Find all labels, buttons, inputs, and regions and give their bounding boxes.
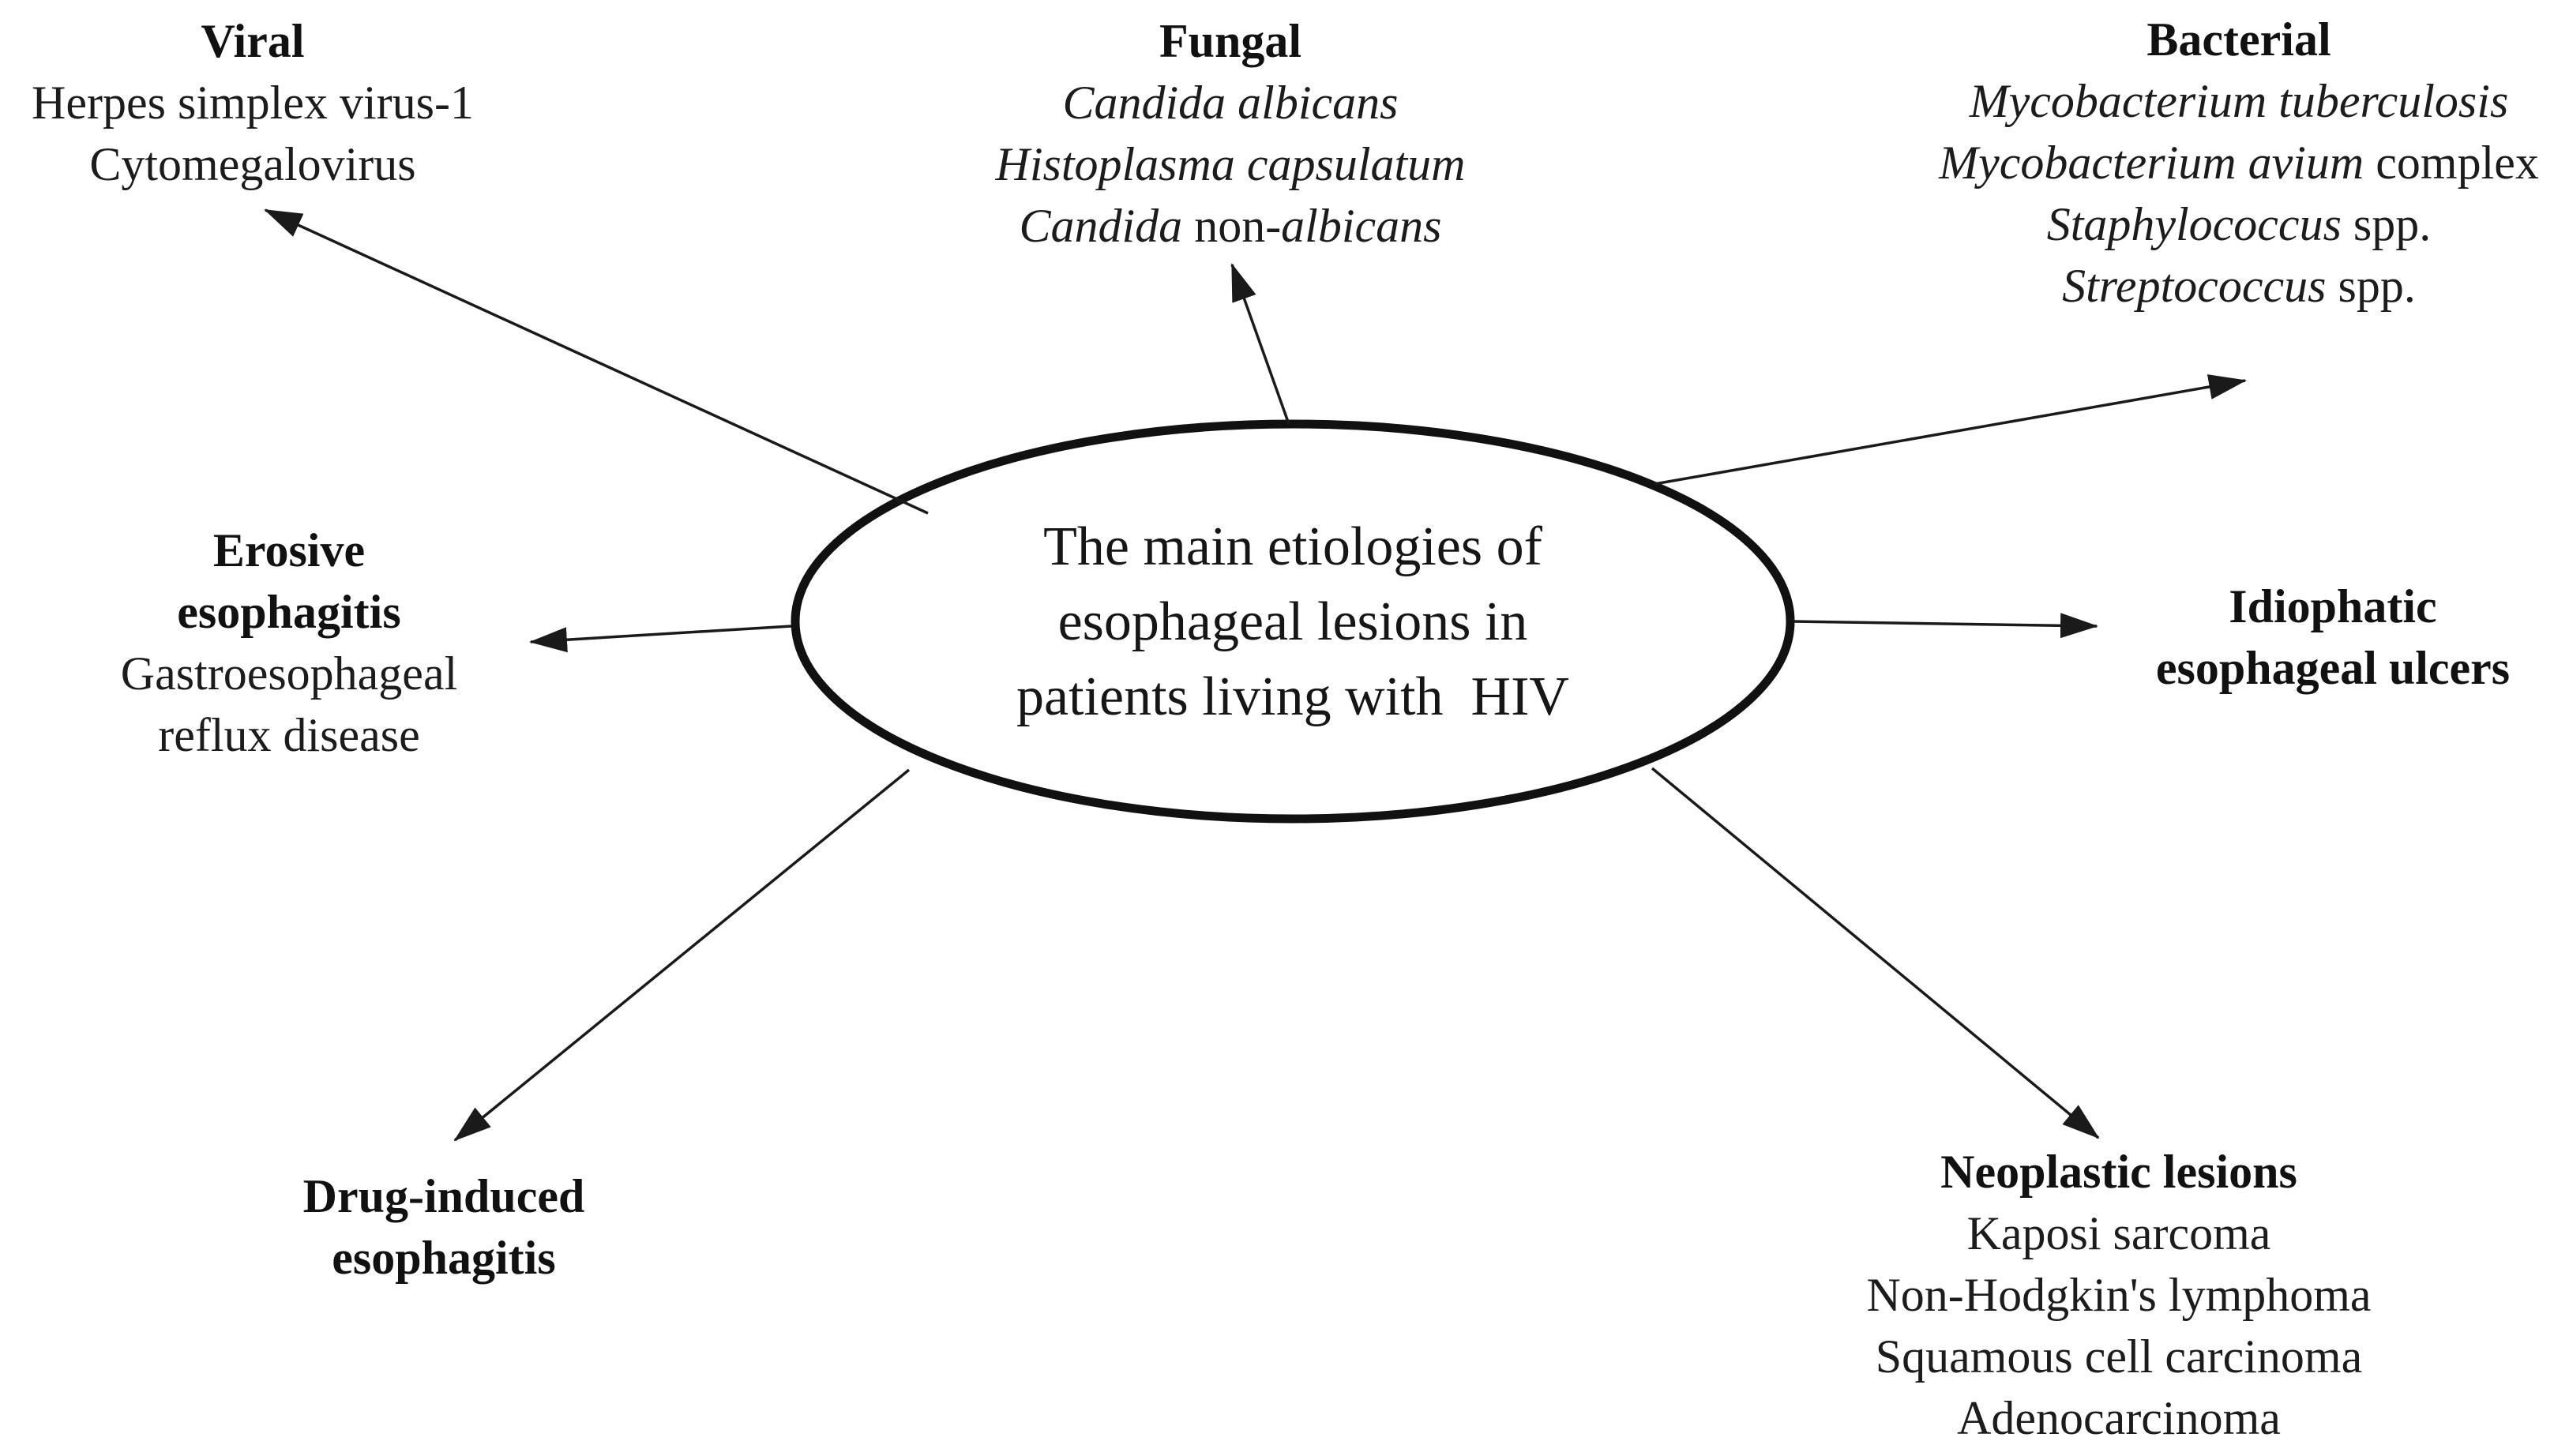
arrow-neoplastic xyxy=(1651,767,2100,1139)
central-label-line: The main etiologies of xyxy=(1043,516,1542,577)
central-ellipse-label: The main etiologies of esophageal lesion… xyxy=(937,509,1648,734)
central-label-line: esophageal lesions in xyxy=(1057,591,1528,652)
arrow-bacterial xyxy=(1654,374,2247,486)
arrow-drug-induced xyxy=(453,768,911,1142)
node-viral-title: Viral xyxy=(201,15,305,67)
node-bacterial-title: Bacterial xyxy=(2146,13,2331,66)
arrow-fungal xyxy=(1230,263,1290,425)
node-neoplastic-lesions-title: Neoplastic lesions xyxy=(1940,1146,2297,1198)
node-fungal-title: Fungal xyxy=(1159,15,1302,67)
arrow-viral xyxy=(264,208,929,515)
arrow-idiopathic xyxy=(1792,613,2098,639)
central-ellipse xyxy=(791,419,1795,824)
arrow-erosive xyxy=(529,625,792,653)
central-label-line: patients living with HIV xyxy=(1016,666,1569,727)
